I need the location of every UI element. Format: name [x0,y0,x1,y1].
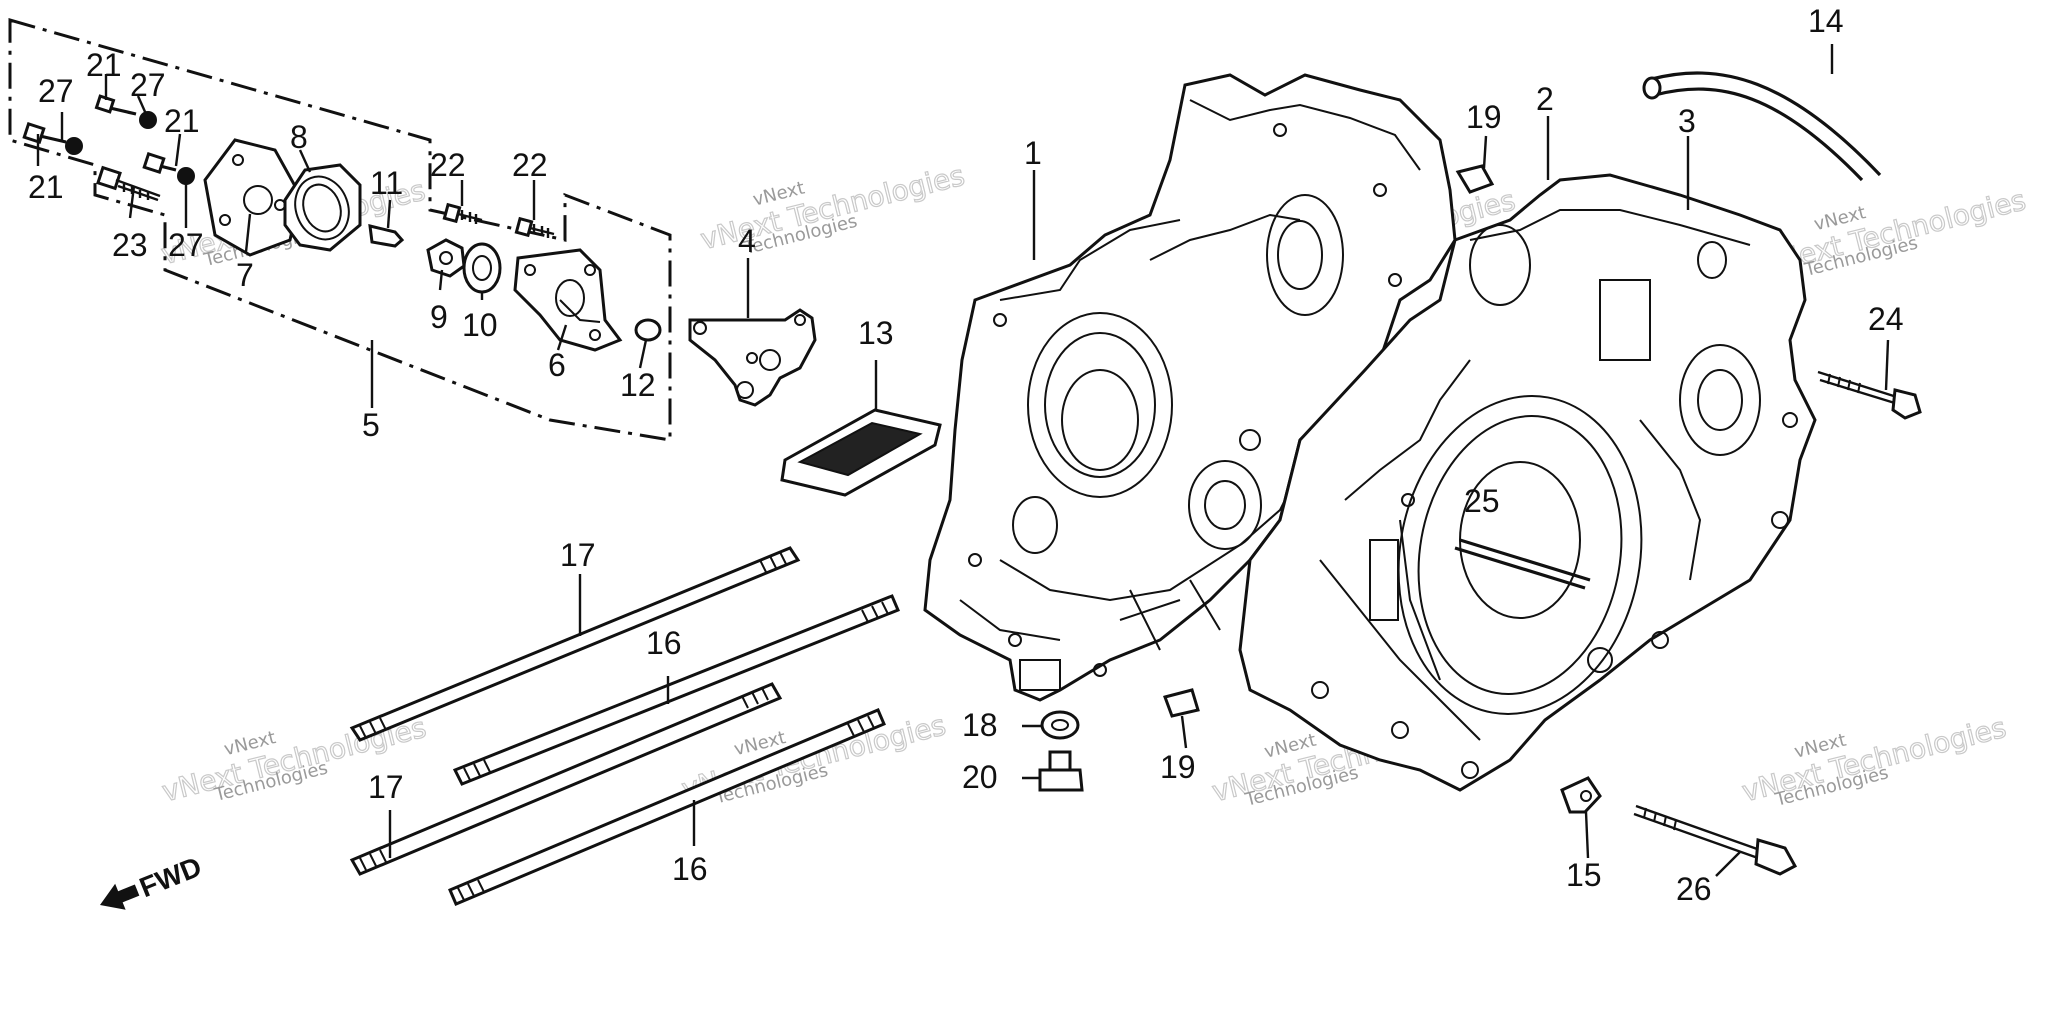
bolt-26 [1633,804,1798,876]
callout-19-bottom: 19 [1160,749,1196,785]
stud-17-lower [349,682,783,876]
dowel-19-top [1455,164,1495,194]
fwd-label: FWD [135,851,206,904]
callout-12: 12 [620,367,656,403]
callout-16-upper: 16 [646,625,682,661]
stud-17-upper [349,546,801,742]
drain-bolt-20 [1038,750,1084,792]
callout-26: 26 [1676,871,1712,907]
callout-14: 14 [1808,3,1844,39]
callout-10: 10 [462,307,498,343]
callout-17-upper: 17 [560,537,596,573]
bolt-21-left [22,121,67,145]
callout-5: 5 [362,407,380,443]
callout-3: 3 [1678,103,1696,139]
bolt-24 [1817,370,1922,420]
stud-16-upper [452,594,900,786]
breather-tube-14 [1642,71,1882,182]
callout-23: 23 [112,227,148,263]
callout-18: 18 [962,707,998,743]
callout-8: 8 [290,119,308,155]
callout-27-mid: 27 [168,227,204,263]
bolt-21-top [94,94,137,116]
gasket-8 [283,163,362,252]
washer-18 [1040,710,1080,740]
callout-11: 11 [370,165,403,201]
rotor-9 [426,238,466,278]
bolt-23 [96,165,161,202]
callout-19-top: 19 [1466,99,1502,135]
callout-6: 6 [548,347,566,383]
rotor-10 [462,242,502,294]
pin-11 [368,224,405,248]
leader-lines [36,44,1890,877]
callout-27-left: 27 [38,73,74,109]
nut-27-mid [177,167,195,185]
callout-7: 7 [236,257,254,293]
stud-16-lower [448,708,886,906]
callout-9: 9 [430,299,448,335]
callout-22-a: 22 [430,147,466,183]
dowel-19-bottom [1163,688,1200,718]
forward-direction-marker: FWD [100,851,206,910]
callout-21-mid: 21 [164,103,200,139]
filter-screen-13 [780,408,942,497]
callout-1: 1 [1024,135,1042,171]
callout-16-lower: 16 [672,851,708,887]
watermark: vNext Technologies vNext Technologies [697,158,969,259]
callout-20: 20 [962,759,998,795]
watermark: vNext Technologies vNext Technologies [1738,710,2010,811]
bolt-22-a [442,202,483,224]
callout-21-left: 21 [28,169,64,205]
nut-27-left [65,137,83,155]
nut-27-top [139,111,157,129]
callout-15: 15 [1566,857,1602,893]
crankcase-left-1 [923,73,1457,702]
callout-25: 25 [1464,483,1500,519]
callout-2: 2 [1536,81,1554,117]
callout-21-top: 21 [86,47,122,83]
pump-body-6 [513,248,623,352]
callout-13: 13 [858,315,894,351]
callout-labels: 21 27 21 27 21 23 27 7 8 11 22 22 9 10 6… [28,3,1904,907]
callout-4: 4 [738,223,756,259]
callout-24: 24 [1868,301,1904,337]
arrow-left-icon [100,883,140,910]
dowel-12 [634,318,662,342]
bolt-21-mid [142,151,177,175]
callout-22-b: 22 [512,147,548,183]
crankcase-right-3 [1238,173,1817,792]
callout-27-top: 27 [130,67,166,103]
gasket-4 [688,308,817,407]
clamp-15 [1560,776,1602,814]
callout-17-lower: 17 [368,769,404,805]
bolt-22-b [514,216,555,238]
